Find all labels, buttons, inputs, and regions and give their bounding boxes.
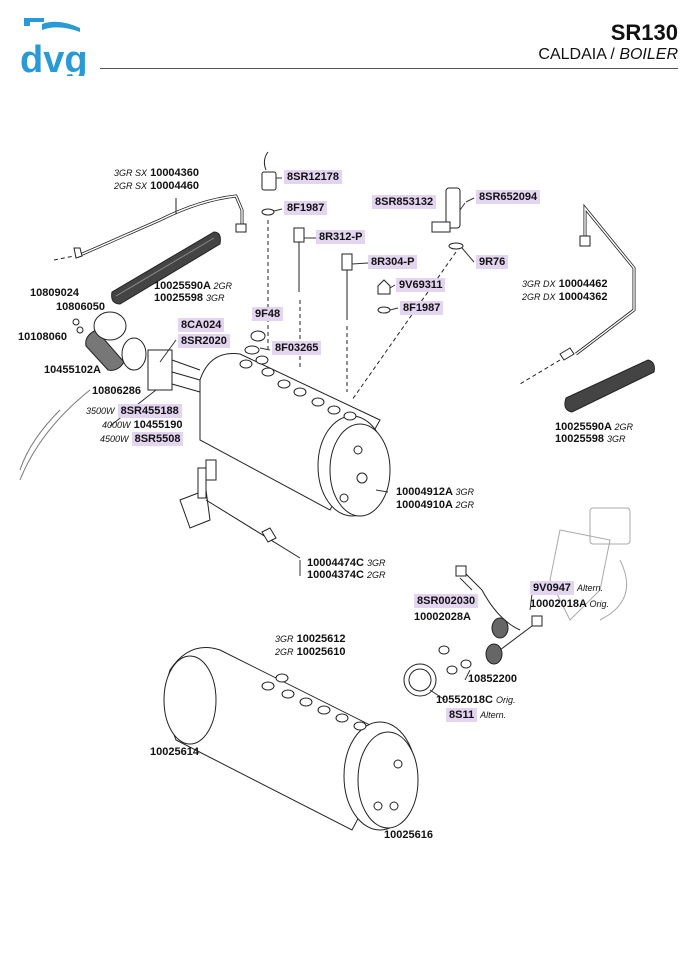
part-label: 3500W 8SR455188: [86, 404, 182, 418]
part-label: 9V0947 Altern.: [530, 581, 603, 595]
left-sleeve: [111, 231, 221, 305]
part-label: 8SR652094: [476, 190, 541, 204]
part-label: 10809024: [30, 287, 79, 299]
part-label: 8SR002030: [414, 594, 479, 608]
part-label: 8R312-P: [316, 230, 366, 244]
title-en: BOILER: [619, 46, 678, 63]
part-label: 10002018A Orig.: [530, 598, 610, 610]
right-pipe: [519, 203, 636, 385]
page-subtitle: CALDAIA / BOILER: [538, 46, 678, 64]
title-it: CALDAIA /: [538, 46, 620, 63]
brand-text: dvg: [20, 39, 88, 76]
insulation-jacket: [163, 647, 419, 831]
pressure-gauge: [403, 565, 543, 697]
pipe-right-2gr-label: 2GR DX 10004362: [522, 291, 608, 303]
part-label: 10004910A 2GR: [396, 499, 475, 511]
part-label: 2GR 10025610: [275, 646, 346, 658]
part-label: 4500W 8SR5508: [100, 432, 184, 446]
main-boiler: [199, 353, 391, 517]
part-label: 10025590A 2GR: [154, 280, 233, 292]
model-title: SR130: [610, 20, 678, 45]
part-label: 10004912A 3GR: [396, 486, 475, 498]
dvg-logo: dvg: [18, 14, 98, 81]
part-label: 8F1987: [284, 201, 328, 215]
part-label: 10004474C 3GR: [307, 557, 386, 569]
right-sleeve: [564, 359, 655, 413]
part-label: 3GR 10025612: [275, 633, 346, 645]
part-label: 10806286: [92, 385, 141, 397]
solenoid-valve: [549, 507, 631, 621]
part-label: 8SR2020: [178, 334, 230, 348]
part-label: 8SR12178: [284, 170, 342, 184]
part-label: 8SR853132: [372, 195, 437, 209]
part-label: 9F48: [252, 307, 284, 321]
part-label: 10806050: [56, 301, 105, 313]
heating-element: [19, 311, 201, 481]
pipe-left-3gr-label: 3GR SX 10004360: [114, 167, 200, 179]
part-label: 10025616: [384, 829, 433, 841]
drain-valve: [179, 467, 301, 559]
part-label: 8S11 Altern.: [446, 708, 506, 722]
pipe-right-3gr-label: 3GR DX 10004462: [522, 278, 608, 290]
part-label: 10025614: [150, 746, 199, 758]
part-label: 8R304-P: [368, 255, 418, 269]
part-label: 9R76: [476, 255, 509, 269]
part-label: 4000W 10455190: [102, 419, 183, 431]
part-label: 10852200: [468, 673, 517, 685]
part-label: 10025598 3GR: [555, 433, 626, 445]
probe-fittings: [244, 151, 464, 401]
part-label: 10108060: [18, 331, 67, 343]
part-label: 10025590A 2GR: [555, 421, 634, 433]
pipe-left-2gr-label: 2GR SX 10004460: [114, 180, 200, 192]
part-label: 10552018C Orig.: [436, 694, 516, 706]
part-label: 10025598 3GR: [154, 292, 225, 304]
part-label: 8CA024: [178, 318, 225, 332]
part-label: 8F03265: [272, 341, 322, 355]
left-pipe: [53, 194, 247, 261]
part-label: 10002028A: [414, 611, 471, 623]
header-rule: [100, 68, 678, 69]
part-label: 10004374C 2GR: [307, 569, 386, 581]
part-label: 10455102A: [44, 364, 101, 376]
part-label: 9V69311: [396, 278, 446, 292]
part-label: 8F1987: [400, 301, 444, 315]
